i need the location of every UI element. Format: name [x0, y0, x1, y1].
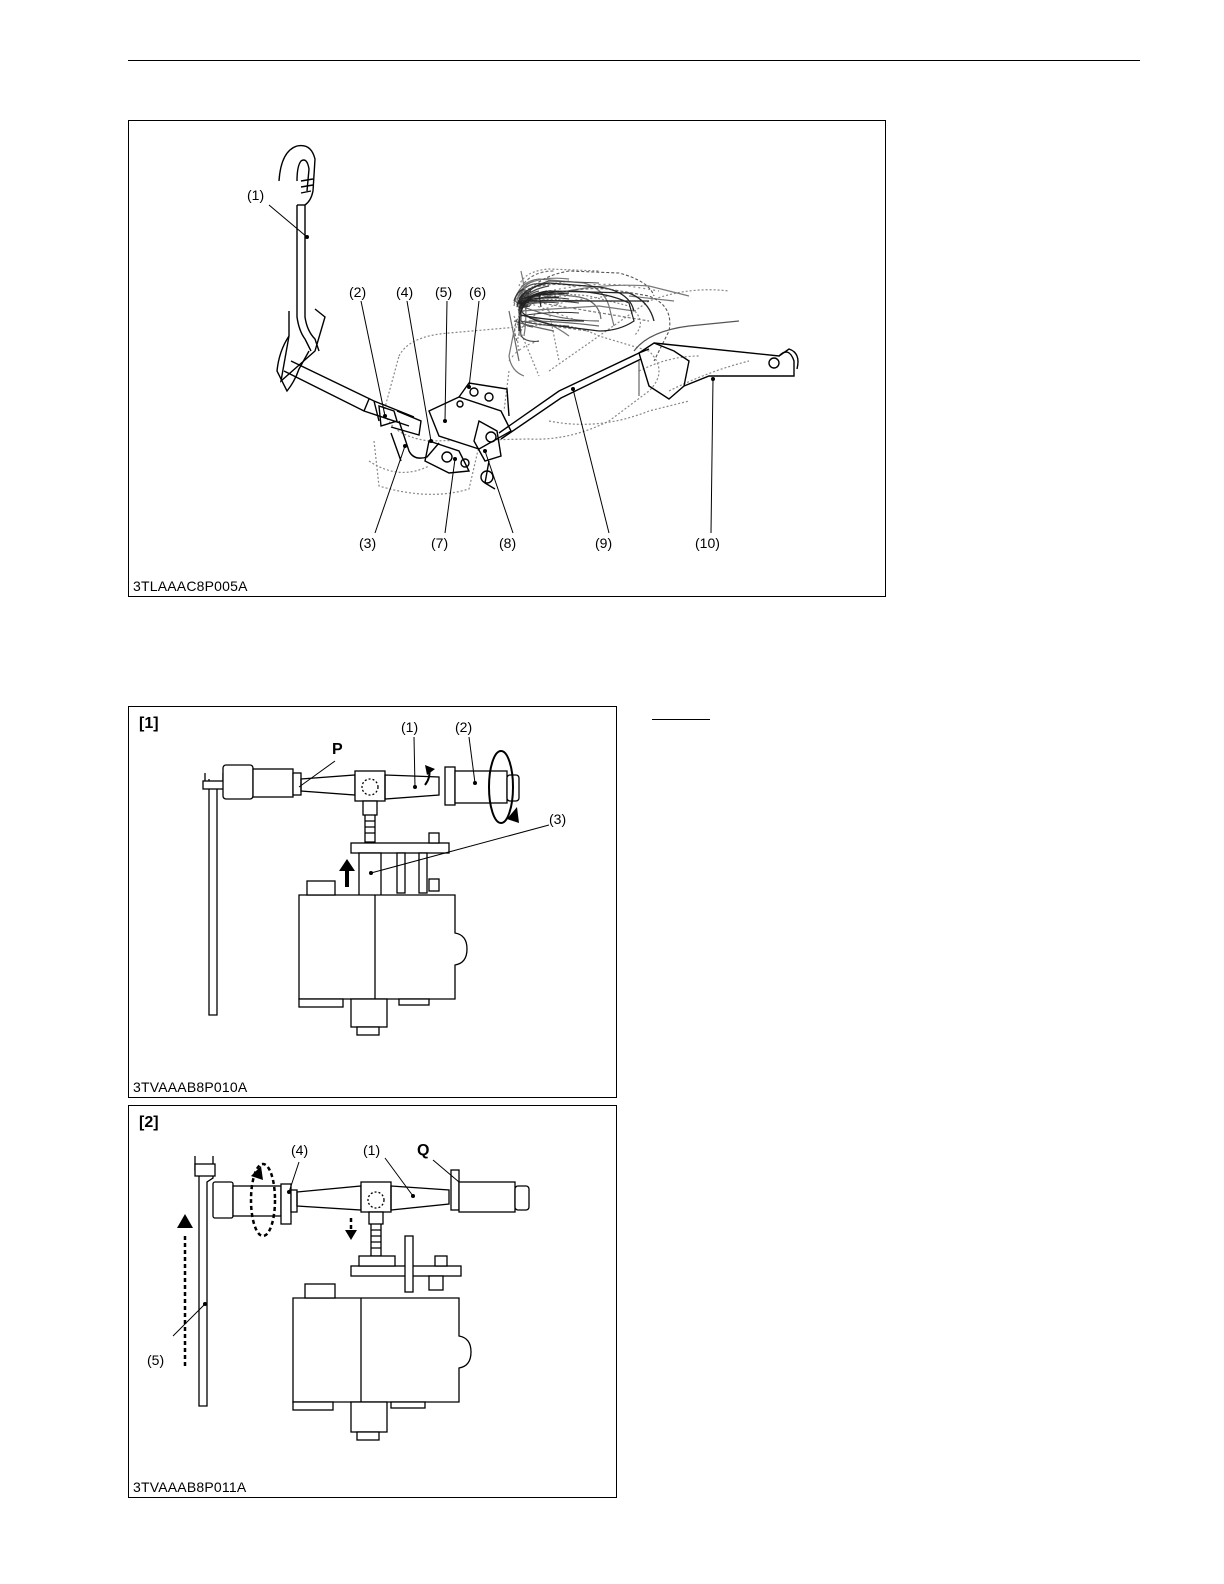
callout-8: (8) — [499, 535, 516, 551]
figure-panel-1: [1] P (1) (2) (3) 3TVAAAB8P010A — [128, 706, 617, 1098]
callout-4: (4) — [291, 1142, 308, 1158]
label-p: P — [332, 741, 343, 759]
callout-9: (9) — [595, 535, 612, 551]
callout-2: (2) — [349, 284, 366, 300]
figure-code: 3TVAAAB8P010A — [133, 1079, 247, 1095]
figure-code: 3TVAAAB8P011A — [133, 1479, 246, 1495]
header-rule — [128, 60, 1140, 61]
callout-10: (10) — [695, 535, 720, 551]
figure-linkage-overview: (1) (2) (4) (5) (6) (3) (7) (8) (9) (10)… — [128, 120, 886, 597]
callout-5: (5) — [147, 1352, 164, 1368]
side-rule — [652, 719, 710, 720]
callout-3: (3) — [549, 811, 566, 827]
panel-2-tag: [2] — [139, 1114, 159, 1132]
callout-7: (7) — [431, 535, 448, 551]
callout-5: (5) — [435, 284, 452, 300]
callout-3: (3) — [359, 535, 376, 551]
label-q: Q — [417, 1142, 429, 1160]
callout-6: (6) — [469, 284, 486, 300]
figure-panel-2: [2] Q (4) (1) (5) 3TVAAAB8P011A — [128, 1105, 617, 1498]
panel-1-tag: [1] — [139, 715, 159, 733]
callout-1: (1) — [247, 187, 264, 203]
panel-1-drawing — [129, 707, 618, 1099]
callout-1: (1) — [401, 719, 418, 735]
panel-2-drawing — [129, 1106, 618, 1499]
callout-4: (4) — [396, 284, 413, 300]
figure-code: 3TLAAAC8P005A — [133, 578, 248, 594]
callout-2: (2) — [455, 719, 472, 735]
linkage-overview-drawing — [129, 121, 887, 598]
callout-1: (1) — [363, 1142, 380, 1158]
